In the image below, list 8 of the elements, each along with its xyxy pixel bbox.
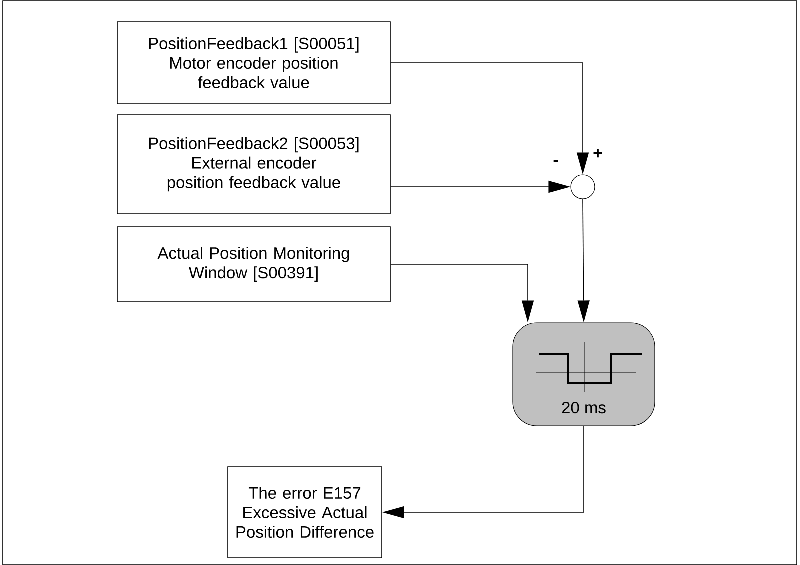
process-box: Actual Position Monitoring Window [S00391]: [117, 226, 391, 302]
process-box: PositionFeedback1 [S00051] Motor encoder position feedback value: [117, 22, 391, 104]
sign-label: +: [594, 149, 602, 158]
process-box: The error E157 Excessive Actual Position Difference: [228, 466, 382, 558]
process-box: PositionFeedback2 [S00053] External encoder position feedback value: [117, 114, 391, 214]
monitoring-block: 20 ms: [512, 322, 656, 426]
sign-label: -: [554, 160, 558, 162]
summing-junction: [570, 174, 596, 200]
